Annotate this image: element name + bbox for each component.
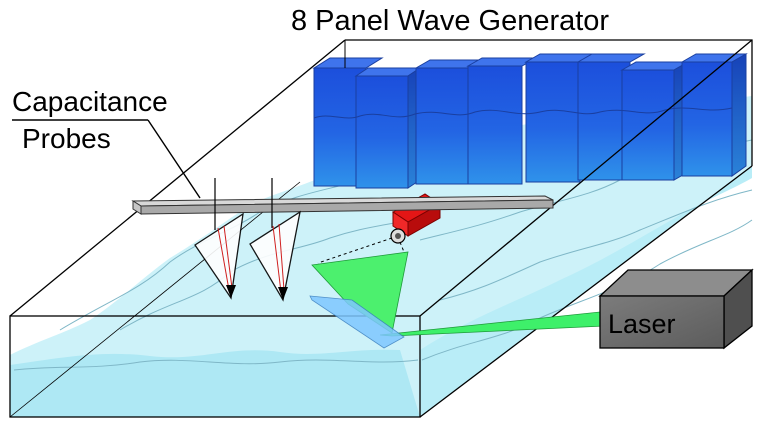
probes-label-line2: Probes bbox=[22, 123, 111, 154]
wave-contour bbox=[421, 219, 753, 361]
laser-plane-base bbox=[309, 295, 405, 349]
probes-label-line1: Capacitance bbox=[12, 86, 168, 117]
laser-unit: Laser bbox=[598, 268, 754, 350]
wave-panel bbox=[680, 53, 748, 177]
wave-generator bbox=[312, 53, 748, 189]
wave-panel bbox=[524, 53, 596, 183]
diagram-title: 8 Panel Wave Generator bbox=[291, 5, 609, 37]
wave-panel bbox=[354, 67, 422, 189]
wave-panel bbox=[414, 59, 484, 185]
probes-leader-line bbox=[147, 119, 201, 199]
wave-contour bbox=[439, 189, 753, 301]
wave-panel bbox=[466, 57, 538, 185]
probe-rod bbox=[131, 195, 554, 215]
wave-panel bbox=[576, 53, 646, 181]
water-front bbox=[10, 349, 420, 417]
tank-outline bbox=[9, 39, 753, 418]
laser-sheet bbox=[309, 251, 605, 349]
wave-panel bbox=[620, 61, 690, 181]
panel-waterline bbox=[313, 107, 733, 119]
laser-label: Laser bbox=[608, 309, 676, 339]
wave-contour bbox=[13, 359, 419, 371]
probes-label: Capacitance Probes bbox=[12, 86, 201, 199]
capacitance-probe bbox=[249, 178, 301, 302]
capacitance-probe bbox=[194, 178, 244, 300]
